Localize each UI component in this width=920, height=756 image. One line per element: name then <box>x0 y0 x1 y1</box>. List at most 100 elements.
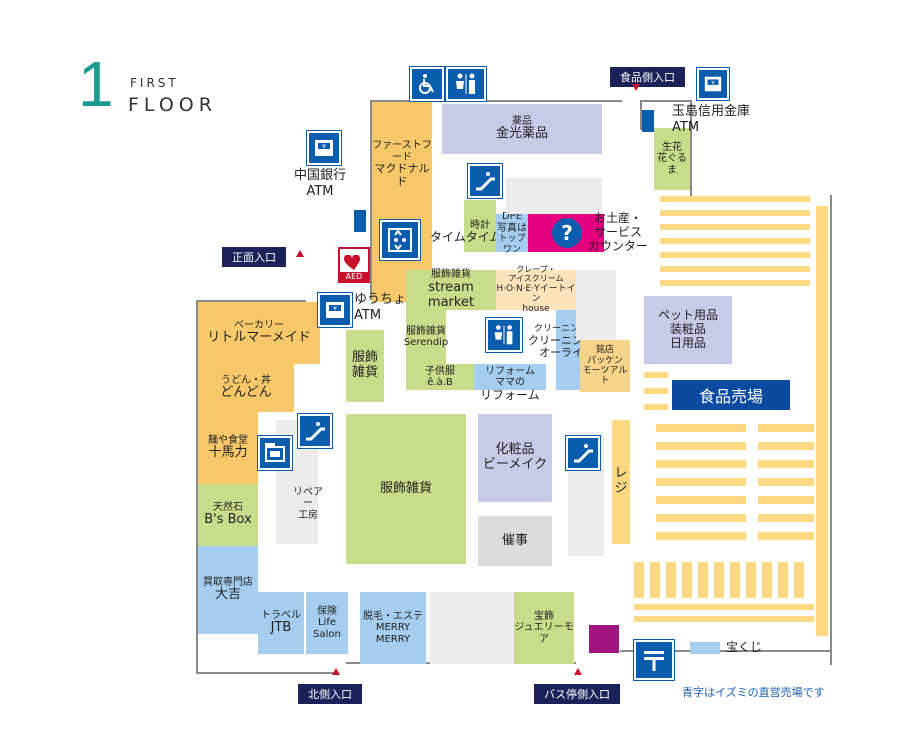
shop-fashion-big[interactable]: 服飾雑貨 <box>346 414 466 564</box>
shop-little-mermaid[interactable]: ベーカリー リトルマーメイド <box>198 302 320 364</box>
escalator-icon <box>297 413 333 449</box>
shelf <box>682 562 692 598</box>
shop-name: ママの <box>495 377 525 388</box>
wall-segment <box>640 100 642 130</box>
shelf <box>656 514 746 522</box>
shop-category: 銘店 <box>595 345 614 356</box>
wheelchair-icon <box>409 66 445 102</box>
shelf <box>660 266 810 272</box>
shop-category: 子供服 <box>425 365 455 377</box>
shop-jewelry-more[interactable]: 宝飾 ジュエリーモア <box>514 592 574 664</box>
event-space[interactable]: 催事 <box>478 516 552 566</box>
shop-fashion-small[interactable]: 服飾 雑貨 <box>346 330 384 402</box>
entrance-front[interactable]: 正面入口 <box>222 247 286 267</box>
shop-mcdonalds[interactable]: ファーストフード マクドナルド <box>372 102 432 302</box>
shelf <box>666 562 676 598</box>
entrance-north[interactable]: 北側入口 <box>298 684 362 704</box>
entrance-marker <box>632 84 640 91</box>
shop-time-time-label: タイムタイム <box>430 230 502 244</box>
shelf <box>660 252 810 258</box>
shop-cosmetics[interactable]: 化粧品 ビーメイク <box>478 414 552 502</box>
shop-merry-merry[interactable]: 脱毛・エステ MERRY MERRY <box>360 592 426 664</box>
shop-category: 買取専門店 <box>203 576 253 588</box>
shop-jtb[interactable]: トラベル JTB <box>258 592 304 654</box>
service-counter-label: お土産・ サービス カウンター <box>588 211 648 253</box>
atm-booth <box>354 210 366 232</box>
shop-name: 日用品 <box>669 335 706 350</box>
shop-serendip[interactable]: 服飾雑貨 Serendip <box>404 310 448 364</box>
shop-bs-box[interactable]: 天然石 B's Box <box>198 484 258 546</box>
wall-segment <box>370 100 430 102</box>
shop-name: 大吉 <box>214 587 241 603</box>
shop-category: うどん・丼 <box>221 374 271 386</box>
shop-name: 装粧品 <box>669 322 706 337</box>
floor-word-big: FLOOR <box>128 94 217 116</box>
shop-name: リペアー <box>293 486 323 510</box>
gray-zone <box>506 178 602 214</box>
shop-pet-goods[interactable]: ペット用品 装粧品 日用品 <box>644 296 732 364</box>
shop-category: アイスクリーム <box>508 274 564 284</box>
shop-name: stream <box>428 279 474 295</box>
legend-note: 青字はイズミの直営売場です <box>682 686 825 699</box>
shop-name: market <box>427 294 475 310</box>
shop-konko-pharmacy[interactable]: 薬品 金光薬品 <box>442 104 602 154</box>
shop-name: 雑貨 <box>351 365 378 380</box>
idonet-station-icon <box>588 624 620 654</box>
shop-category: 脱毛・エステ <box>363 610 423 622</box>
shop-flowers[interactable]: 生花 花ぐるま <box>654 128 690 190</box>
shop-mama-reform[interactable]: リフォーム ママの <box>474 364 546 390</box>
shelf <box>656 496 746 504</box>
shop-name: 催事 <box>501 532 528 548</box>
wall-segment <box>196 300 306 302</box>
wall-segment <box>370 100 372 300</box>
shop-dpe[interactable]: DPE 写真は トップワン <box>496 211 528 255</box>
shop-category: トラベル <box>261 609 301 621</box>
repair-shop[interactable]: リペアー 工房 <box>290 486 326 522</box>
shop-name: JTB <box>270 620 292 636</box>
atm-name: ゆうちょ <box>354 292 407 307</box>
svg-text:¥: ¥ <box>711 80 715 86</box>
shop-category: 天然石 <box>213 501 243 513</box>
aed-label: AED <box>340 272 368 281</box>
shop-stream-market[interactable]: 服飾雑貨 stream market <box>406 269 496 310</box>
shop-mama-reform-label: リフォーム <box>480 388 540 402</box>
shelf <box>758 478 814 486</box>
entrance-bus[interactable]: バス停側入口 <box>534 684 620 704</box>
shelf <box>644 404 668 410</box>
atm-type: ATM <box>672 119 700 135</box>
entrance-marker <box>296 250 304 257</box>
shelf <box>634 562 644 598</box>
shop-category: クレープ・ <box>516 265 556 275</box>
shop-time-time[interactable]: 時計 <box>464 200 496 252</box>
shop-name: リトルマーメイド <box>207 330 311 346</box>
service-line: お土産・ <box>594 211 643 225</box>
shelf <box>650 562 660 598</box>
lottery-label: 宝くじ <box>726 640 763 654</box>
atm-china-bank[interactable]: 中国銀行 ATM <box>294 168 346 199</box>
shop-honey-house[interactable]: クレープ・ アイスクリーム H·O·N·E·Yイートイン house <box>496 265 576 314</box>
atm-yucho[interactable]: ゆうちょ ATM <box>354 292 406 323</box>
shelf <box>660 210 810 216</box>
shop-name: モーツアルト <box>582 366 628 387</box>
shop-jubariki[interactable]: 麺や食堂 十馬力 <box>198 412 258 484</box>
shop-daikichi[interactable]: 買取専門店 大吉 <box>198 546 258 634</box>
shop-category: 生花 <box>662 141 682 153</box>
shop-dondon[interactable]: うどん・丼 どんどん <box>198 364 294 412</box>
shelf <box>656 424 746 432</box>
entrance-food[interactable]: 食品側入口 <box>610 67 685 87</box>
elevator-icon <box>379 219 421 261</box>
shop-category: 薬品 <box>512 115 532 127</box>
shelf <box>758 532 814 540</box>
atm-tamashima[interactable]: 玉島信用金庫 ATM <box>672 104 750 135</box>
restroom-icon <box>445 66 487 102</box>
atm-icon: ¥ <box>696 67 730 101</box>
shelf <box>660 280 810 286</box>
entrance-marker <box>332 668 340 675</box>
shelf <box>816 206 828 636</box>
shop-category: 服飾雑貨 <box>431 269 471 281</box>
shop-life-salon[interactable]: 保険 Life Salon <box>306 592 348 654</box>
floor-number: 1 <box>78 48 114 120</box>
shop-eab[interactable]: 子供服 ê.à.B <box>406 364 474 390</box>
shop-category: クリーニング <box>533 324 588 335</box>
register-area[interactable]: レ ジ <box>612 420 630 544</box>
